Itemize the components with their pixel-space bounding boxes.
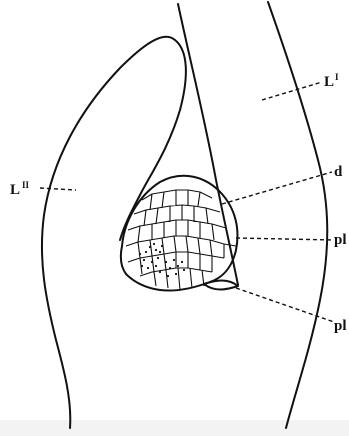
leader-leaf-two	[40, 188, 76, 190]
label-pl-upper: pl	[334, 232, 347, 248]
apex-outline	[121, 176, 238, 291]
leader-pl-upper	[236, 238, 334, 240]
cell-walls	[126, 190, 236, 290]
label-pl-lower: pl	[334, 318, 347, 334]
label-leaf-one: LI	[324, 72, 339, 90]
apical-cell-mass	[121, 176, 238, 291]
label-d: d	[334, 164, 343, 180]
leaf-one-outer-edge	[268, 2, 327, 428]
bottom-strip	[0, 420, 349, 436]
leader-leaf-one	[262, 82, 322, 100]
leader-d	[222, 172, 332, 204]
